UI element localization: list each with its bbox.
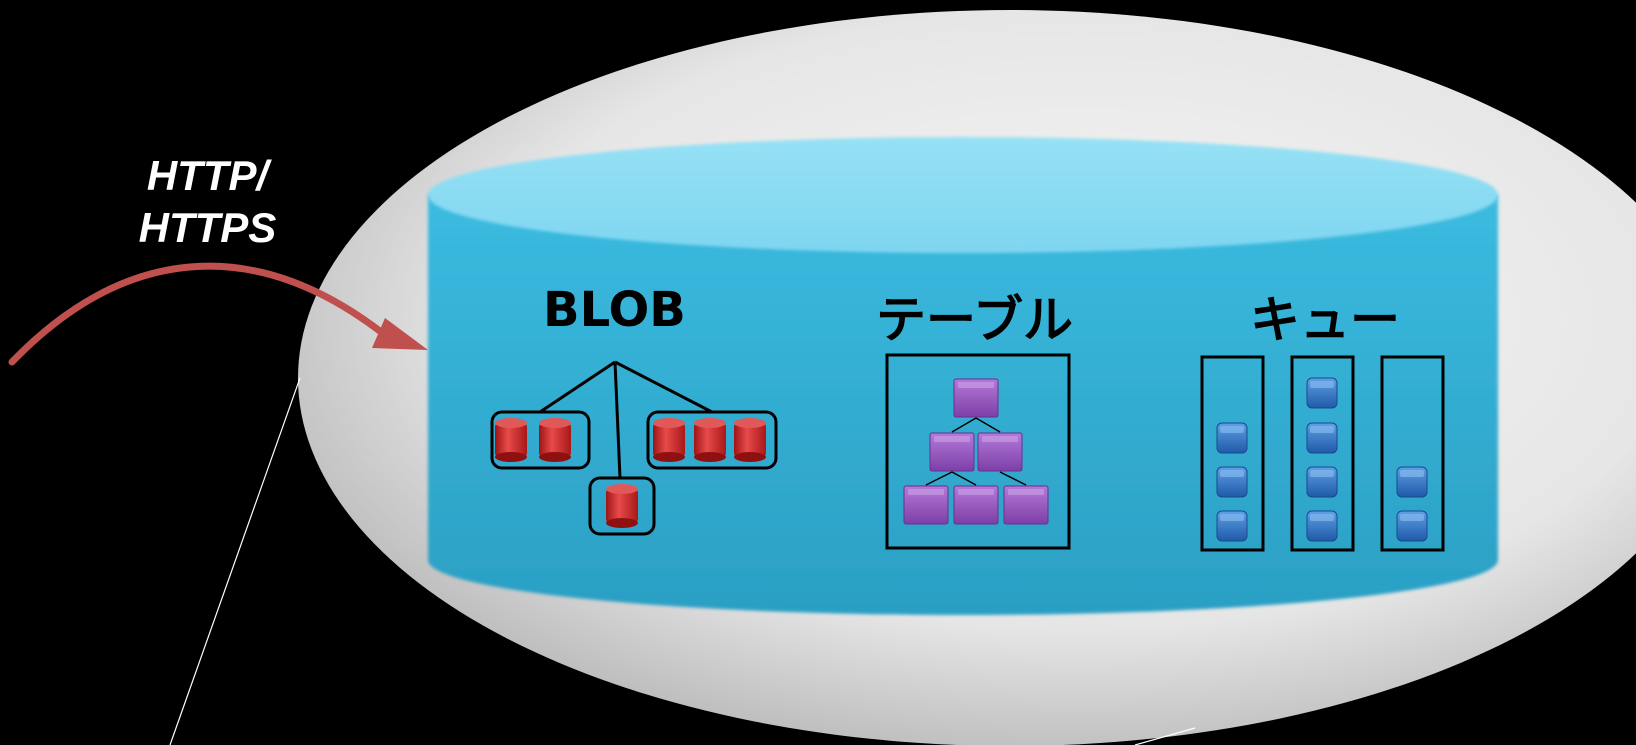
queue-items xyxy=(1216,377,1428,542)
table-tree-lines xyxy=(925,417,1027,486)
queue-message-icon xyxy=(1396,466,1428,498)
queue-frame-1 xyxy=(1200,355,1265,552)
curved-arrow-icon xyxy=(8,262,428,366)
protocol-label: HTTP/ HTTPS xyxy=(115,150,300,254)
queue-message-icon xyxy=(1306,466,1338,498)
table-entity-icon xyxy=(929,432,975,472)
blob-container-icon xyxy=(646,410,778,470)
queue-section xyxy=(1200,355,1445,552)
table-entity-icon xyxy=(953,485,999,525)
blob-item-icon xyxy=(653,418,685,462)
table-items xyxy=(903,378,1049,525)
queue-message-icon xyxy=(1216,510,1248,542)
table-entity-icon xyxy=(903,485,949,525)
table-entity-icon xyxy=(1003,485,1049,525)
blob-tree-lines xyxy=(539,360,713,479)
queue-message-icon xyxy=(1216,466,1248,498)
queue-message-icon xyxy=(1216,422,1248,454)
blob-item-icon xyxy=(734,418,766,462)
blob-item-icon xyxy=(495,418,527,462)
blob-item-icon xyxy=(539,418,571,462)
table-entity-icon xyxy=(953,378,999,418)
blob-item-icon xyxy=(694,418,726,462)
queue-message-icon xyxy=(1396,510,1428,542)
table-frame xyxy=(885,353,1071,550)
queue-message-icon xyxy=(1306,510,1338,542)
blob-section xyxy=(490,360,778,536)
protocol-line-1: HTTP/ xyxy=(146,152,269,199)
table-entity-icon xyxy=(977,432,1023,472)
table-section xyxy=(885,353,1071,550)
blob-label: BLOB xyxy=(543,282,686,338)
blob-container-icon xyxy=(490,410,591,470)
guide-line-left xyxy=(169,377,301,745)
blob-container-icon xyxy=(588,476,656,536)
queue-message-icon xyxy=(1306,422,1338,454)
storage-cylinder xyxy=(428,137,1498,615)
protocol-line-2: HTTPS xyxy=(138,204,277,251)
blob-items xyxy=(495,418,766,528)
table-label: テーブル xyxy=(876,291,1073,349)
blob-item-icon xyxy=(606,484,638,528)
queue-label: キュー xyxy=(1250,291,1400,349)
queue-message-icon xyxy=(1306,377,1338,409)
queue-frame-3 xyxy=(1380,355,1445,552)
queue-frame-2 xyxy=(1290,355,1355,552)
guide-line-right xyxy=(1134,727,1196,745)
cylinder-top xyxy=(428,137,1498,253)
